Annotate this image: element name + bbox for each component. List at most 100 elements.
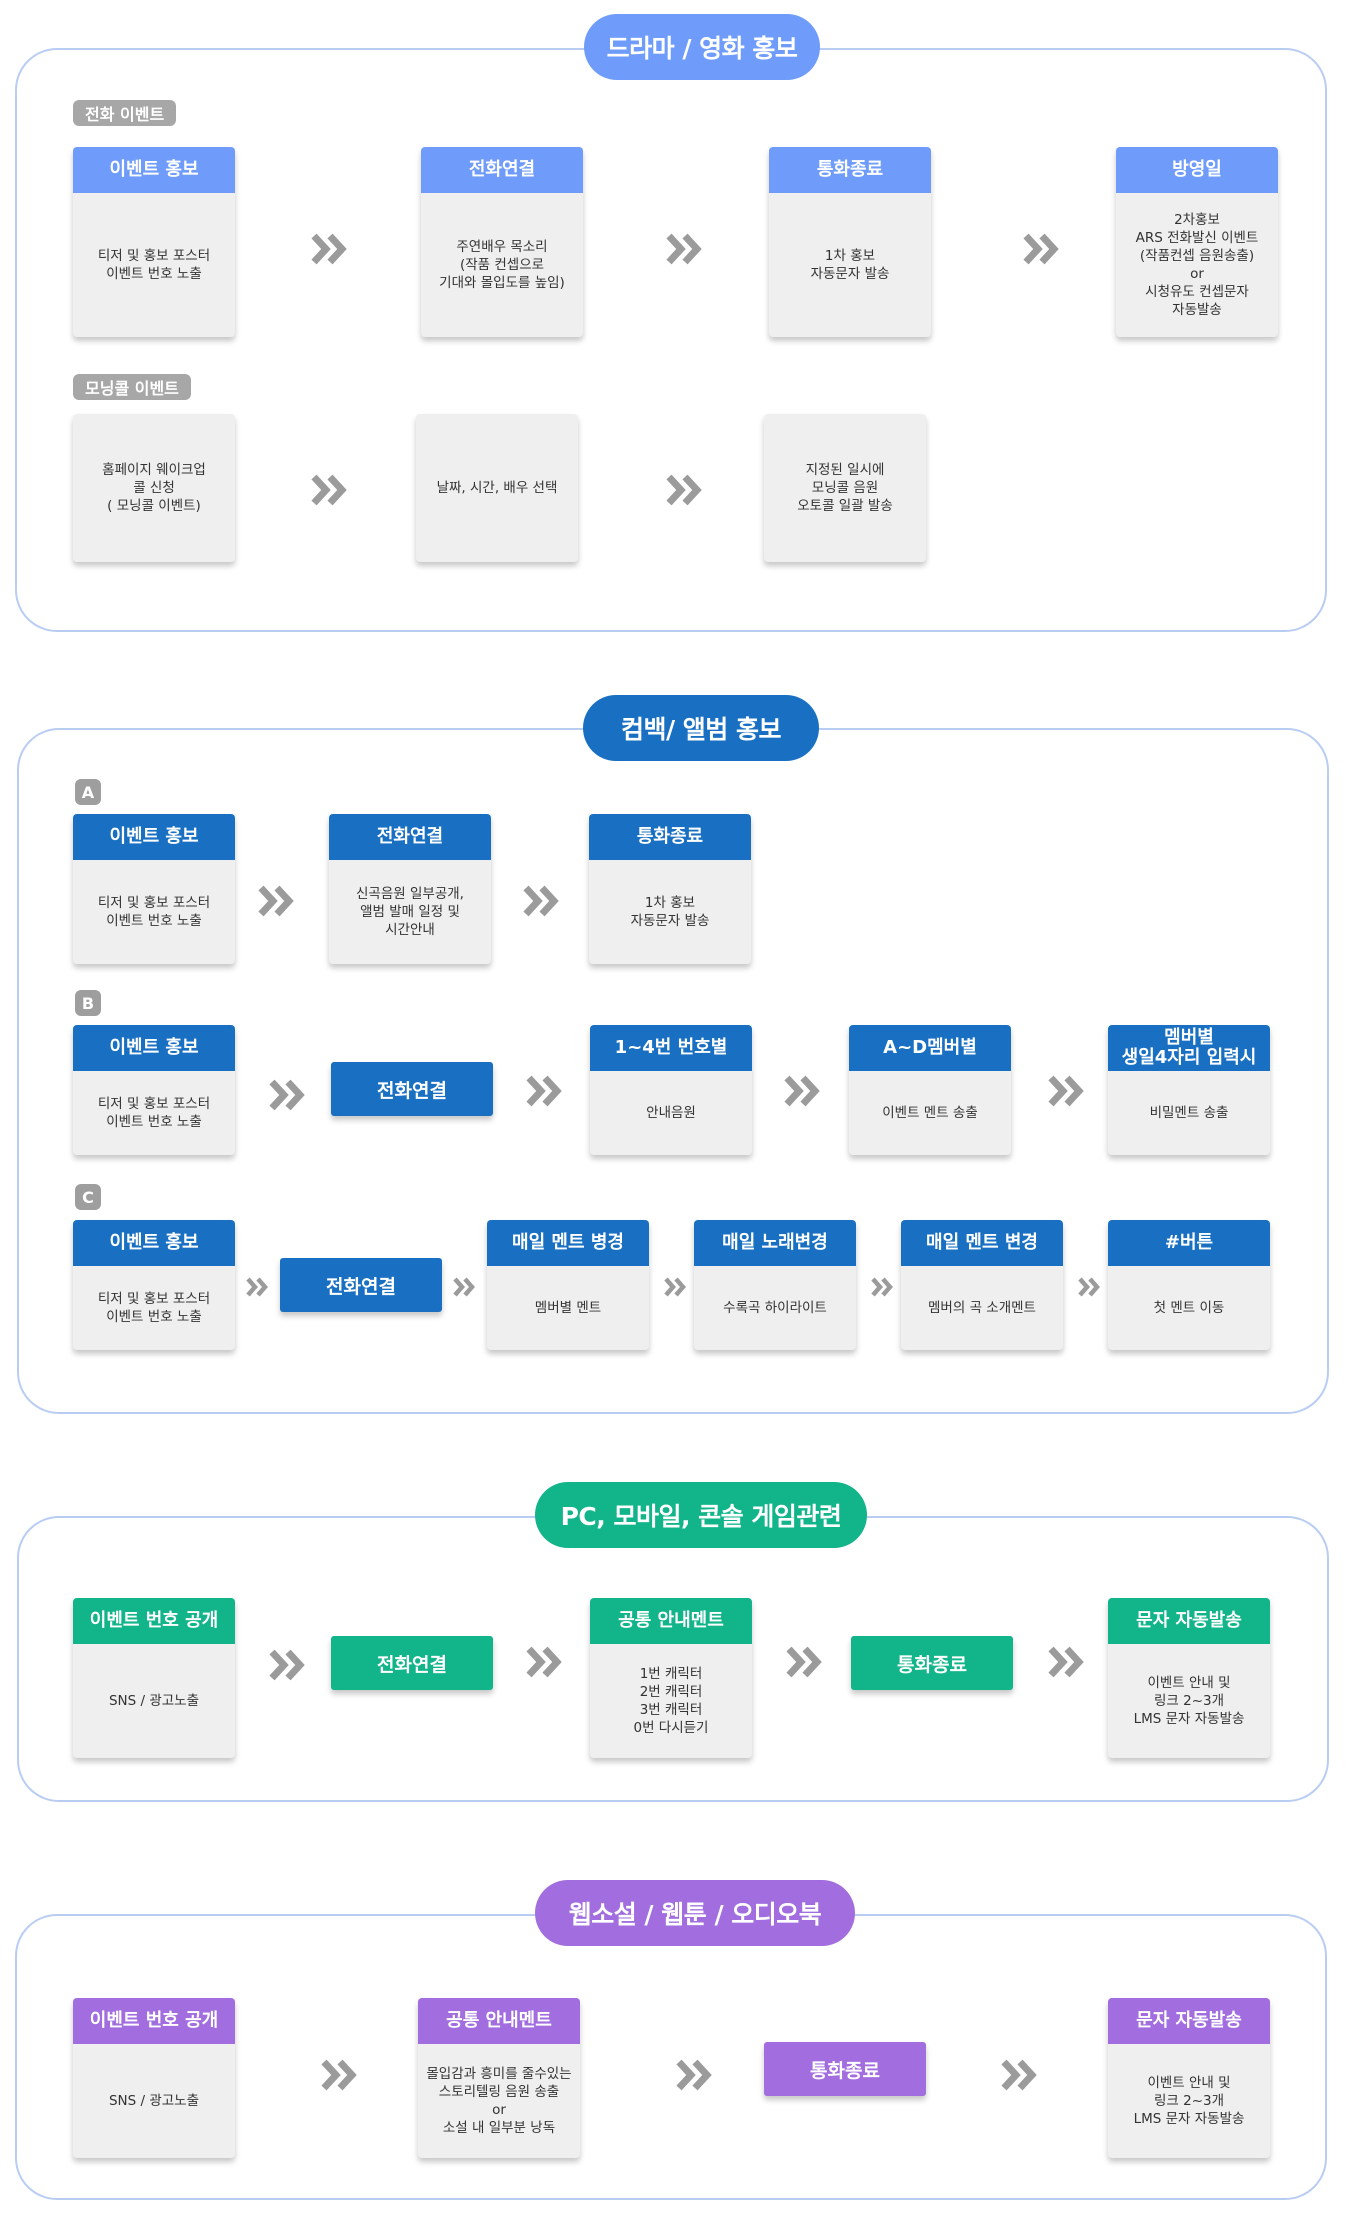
card-daily-comment: 매일 멘트 병경 멤버별 멘트 <box>487 1220 649 1350</box>
card-autocall-send: 지정된 일시에 모닝콜 음원 오토콜 일괄 발송 <box>764 414 926 562</box>
card-sms-auto: 문자 자동발송 이벤트 안내 및 링크 2~3개 LMS 문자 자동발송 <box>1108 1598 1270 1758</box>
card-header: A~D멤버별 <box>849 1025 1011 1071</box>
card-event-promo: 이벤트 홍보 티저 및 홍보 포스터 이벤트 번호 노출 <box>73 1025 235 1155</box>
double-chevron-right-icon <box>245 1276 269 1298</box>
double-chevron-right-icon <box>257 884 295 918</box>
card-birthday-input: 멤버별 생일4자리 입력시 비밀멘트 송출 <box>1108 1025 1270 1155</box>
card-call-end: 통화종료 1차 홍보 자동문자 발송 <box>589 814 751 964</box>
card-hash-button: #버튼 첫 멘트 이동 <box>1108 1220 1270 1350</box>
card-header: 매일 멘트 병경 <box>487 1220 649 1266</box>
card-daily-intro: 매일 멘트 변경 멤버의 곡 소개멘트 <box>901 1220 1063 1350</box>
tag-phone-event: 전화 이벤트 <box>73 100 177 126</box>
call-connect-box: 전화연결 <box>331 1062 493 1116</box>
card-body: 멤버의 곡 소개멘트 <box>928 1300 1036 1316</box>
label-b: B <box>75 990 101 1016</box>
card-body: 주연배우 목소리 (작품 컨셉으로 기대와 몰입도를 높임) <box>439 239 565 291</box>
card-body: 1차 홍보 자동문자 발송 <box>630 895 710 929</box>
card-event-promo: 이벤트 홍보 티저 및 홍보 포스터 이벤트 번호 노출 <box>73 814 235 964</box>
card-body: 비밀멘트 송출 <box>1149 1105 1229 1121</box>
card-sms-auto: 문자 자동발송 이벤트 안내 및 링크 2~3개 LMS 문자 자동발송 <box>1108 1998 1270 2158</box>
card-header: 매일 멘트 변경 <box>901 1220 1063 1266</box>
double-chevron-right-icon <box>1022 232 1060 266</box>
label-a: A <box>75 779 101 805</box>
double-chevron-right-icon <box>665 232 703 266</box>
card-event-number: 이벤트 번호 공개 SNS / 광고노출 <box>73 1598 235 1758</box>
card-header: 전화연결 <box>421 147 583 193</box>
double-chevron-right-icon <box>663 1276 687 1298</box>
double-chevron-right-icon <box>310 473 348 507</box>
card-body: 지정된 일시에 모닝콜 음원 오토콜 일괄 발송 <box>797 462 893 514</box>
double-chevron-right-icon <box>870 1276 894 1298</box>
card-body: 티저 및 홍보 포스터 이벤트 번호 노출 <box>97 895 211 929</box>
card-header: 통화종료 <box>589 814 751 860</box>
card-event-promo: 이벤트 홍보 티저 및 홍보 포스터 이벤트 번호 노출 <box>73 147 235 337</box>
card-header: 전화연결 <box>329 814 491 860</box>
section-title-comeback-album: 컴백/ 앨범 홍보 <box>583 695 819 761</box>
card-header: 이벤트 번호 공개 <box>73 1598 235 1644</box>
card-body: 1차 홍보 자동문자 발송 <box>810 248 890 282</box>
card-header: 공통 안내멘트 <box>418 1998 580 2044</box>
card-header: 이벤트 홍보 <box>73 814 235 860</box>
card-event-number: 이벤트 번호 공개 SNS / 광고노출 <box>73 1998 235 2158</box>
card-call-connect: 전화연결 신곡음원 일부공개, 앨범 발매 일정 및 시간안내 <box>329 814 491 964</box>
double-chevron-right-icon <box>1000 2058 1038 2092</box>
card-body: SNS / 광고노출 <box>108 2093 200 2109</box>
double-chevron-right-icon <box>665 473 703 507</box>
double-chevron-right-icon <box>525 1074 563 1108</box>
card-header: 통화종료 <box>769 147 931 193</box>
card-header: 이벤트 홍보 <box>73 1025 235 1071</box>
double-chevron-right-icon <box>675 2058 713 2092</box>
card-body: 티저 및 홍보 포스터 이벤트 번호 노출 <box>97 1096 211 1130</box>
card-body: 이벤트 멘트 송출 <box>882 1105 978 1121</box>
double-chevron-right-icon <box>310 232 348 266</box>
card-body: 날짜, 시간, 배우 선택 <box>436 480 558 496</box>
card-number-guide: 1~4번 번호별 안내음원 <box>590 1025 752 1155</box>
double-chevron-right-icon <box>785 1645 823 1679</box>
card-header: 방영일 <box>1116 147 1278 193</box>
card-daily-song: 매일 노래변경 수록곡 하이라이트 <box>694 1220 856 1350</box>
double-chevron-right-icon <box>320 2058 358 2092</box>
double-chevron-right-icon <box>1047 1645 1085 1679</box>
double-chevron-right-icon <box>525 1645 563 1679</box>
double-chevron-right-icon <box>1077 1276 1101 1298</box>
call-connect-box: 전화연결 <box>331 1636 493 1690</box>
card-body: 멤버별 멘트 <box>534 1300 602 1316</box>
section-title-drama-movie: 드라마 / 영화 홍보 <box>584 14 820 80</box>
card-header: 이벤트 홍보 <box>73 1220 235 1266</box>
double-chevron-right-icon <box>522 884 560 918</box>
double-chevron-right-icon <box>268 1648 306 1682</box>
double-chevron-right-icon <box>783 1074 821 1108</box>
card-body: 첫 멘트 이동 <box>1153 1300 1225 1316</box>
card-member-select: A~D멤버별 이벤트 멘트 송출 <box>849 1025 1011 1155</box>
call-end-box: 통화종료 <box>851 1636 1013 1690</box>
card-select-options: 날짜, 시간, 배우 선택 <box>416 414 578 562</box>
card-call-connect: 전화연결 주연배우 목소리 (작품 컨셉으로 기대와 몰입도를 높임) <box>421 147 583 337</box>
card-body: 2차홍보 ARS 전화발신 이벤트 (작품컨셉 음원송출) or 시청유도 컨셉… <box>1135 212 1259 318</box>
card-body: SNS / 광고노출 <box>108 1693 200 1709</box>
card-body: 이벤트 안내 및 링크 2~3개 LMS 문자 자동발송 <box>1133 1675 1245 1727</box>
card-header: 문자 자동발송 <box>1108 1998 1270 2044</box>
card-common-guide: 공통 안내멘트 몰입감과 흥미를 줄수있는 스토리텔링 음원 송출 or 소설 … <box>418 1998 580 2158</box>
card-body: 홈페이지 웨이크업 콜 신청 ( 모닝콜 이벤트) <box>102 462 206 514</box>
card-wakeup-apply: 홈페이지 웨이크업 콜 신청 ( 모닝콜 이벤트) <box>73 414 235 562</box>
call-connect-box: 전화연결 <box>280 1258 442 1312</box>
card-header: 공통 안내멘트 <box>590 1598 752 1644</box>
card-header: 문자 자동발송 <box>1108 1598 1270 1644</box>
card-header: 매일 노래변경 <box>694 1220 856 1266</box>
label-c: C <box>75 1184 101 1210</box>
section-title-game: PC, 모바일, 콘솔 게임관련 <box>535 1482 867 1548</box>
card-body: 1번 캐릭터 2번 캐릭터 3번 캐릭터 0번 다시듣기 <box>633 1666 709 1736</box>
card-body: 티저 및 홍보 포스터 이벤트 번호 노출 <box>97 248 211 282</box>
tag-morning-call-event: 모닝콜 이벤트 <box>73 374 191 400</box>
card-event-promo: 이벤트 홍보 티저 및 홍보 포스터 이벤트 번호 노출 <box>73 1220 235 1350</box>
card-air-date: 방영일 2차홍보 ARS 전화발신 이벤트 (작품컨셉 음원송출) or 시청유… <box>1116 147 1278 337</box>
card-body: 안내음원 <box>646 1105 696 1121</box>
card-header: 이벤트 번호 공개 <box>73 1998 235 2044</box>
card-header: 이벤트 홍보 <box>73 147 235 193</box>
card-body: 이벤트 안내 및 링크 2~3개 LMS 문자 자동발송 <box>1133 2075 1245 2127</box>
card-body: 티저 및 홍보 포스터 이벤트 번호 노출 <box>97 1291 211 1325</box>
double-chevron-right-icon <box>268 1078 306 1112</box>
card-header: 1~4번 번호별 <box>590 1025 752 1071</box>
call-end-box: 통화종료 <box>764 2042 926 2096</box>
card-call-end: 통화종료 1차 홍보 자동문자 발송 <box>769 147 931 337</box>
